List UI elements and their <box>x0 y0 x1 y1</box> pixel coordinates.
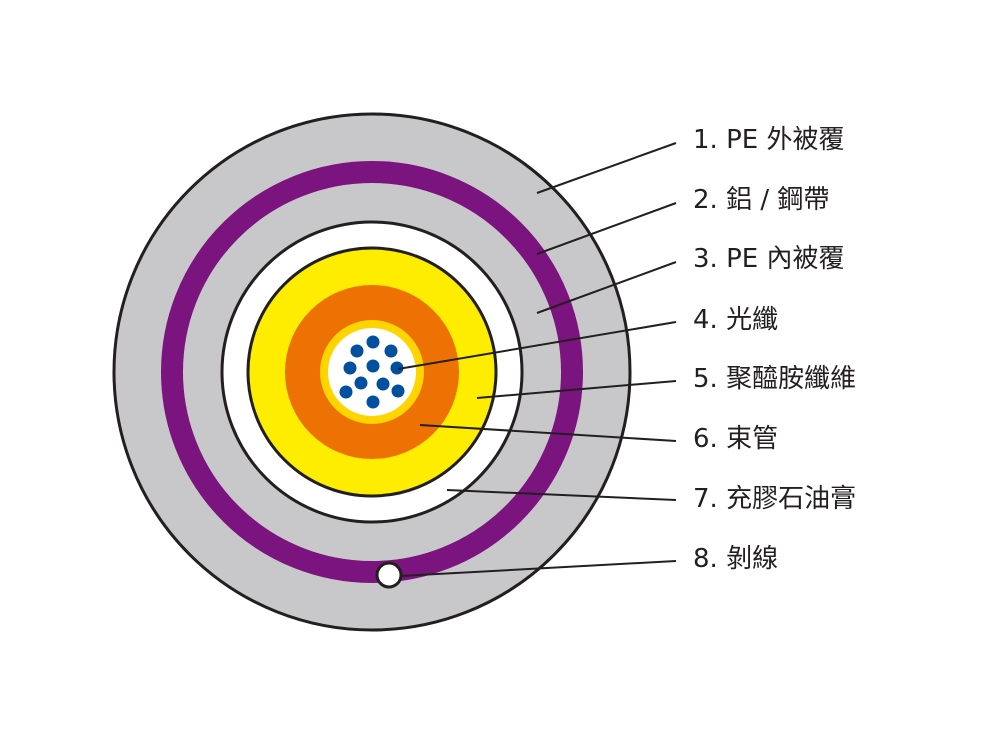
fiber <box>366 359 380 373</box>
label-loose-tube: 6. 束管 <box>693 424 779 454</box>
fiber <box>390 361 404 375</box>
leader-line-4 <box>397 321 677 370</box>
leader-line-1 <box>536 142 677 194</box>
fiber <box>350 344 364 358</box>
fiber <box>354 376 368 390</box>
label-ripcord: 8. 剝線 <box>693 544 779 574</box>
fiber <box>376 377 390 391</box>
leader-line-7 <box>446 489 677 501</box>
leader-lines <box>397 142 677 577</box>
leader-line-8 <box>399 560 677 577</box>
fiber <box>339 385 353 399</box>
optical-fibers <box>339 335 405 409</box>
fiber <box>343 361 357 375</box>
fiber <box>366 395 380 409</box>
armor-tape <box>161 161 583 583</box>
leader-line-2 <box>536 202 677 255</box>
label-pe-inner-sheath: 3. PE 內被覆 <box>693 244 845 274</box>
label-pe-outer-sheath: 1. PE 外被覆 <box>693 125 845 155</box>
label-armor-tape: 2. 鋁 / 鋼帶 <box>693 185 830 215</box>
leader-line-3 <box>536 261 677 314</box>
fiber <box>384 344 398 358</box>
label-filling-gel: 7. 充膠石油膏 <box>693 484 857 514</box>
fiber <box>366 335 380 349</box>
leader-line-6 <box>419 424 677 442</box>
label-optical-fiber: 4. 光纖 <box>693 305 779 335</box>
leader-line-5 <box>476 380 677 399</box>
fiber <box>391 384 405 398</box>
ripcord <box>375 561 403 589</box>
label-aramid-yarn: 5. 聚醯胺纖維 <box>693 364 857 394</box>
